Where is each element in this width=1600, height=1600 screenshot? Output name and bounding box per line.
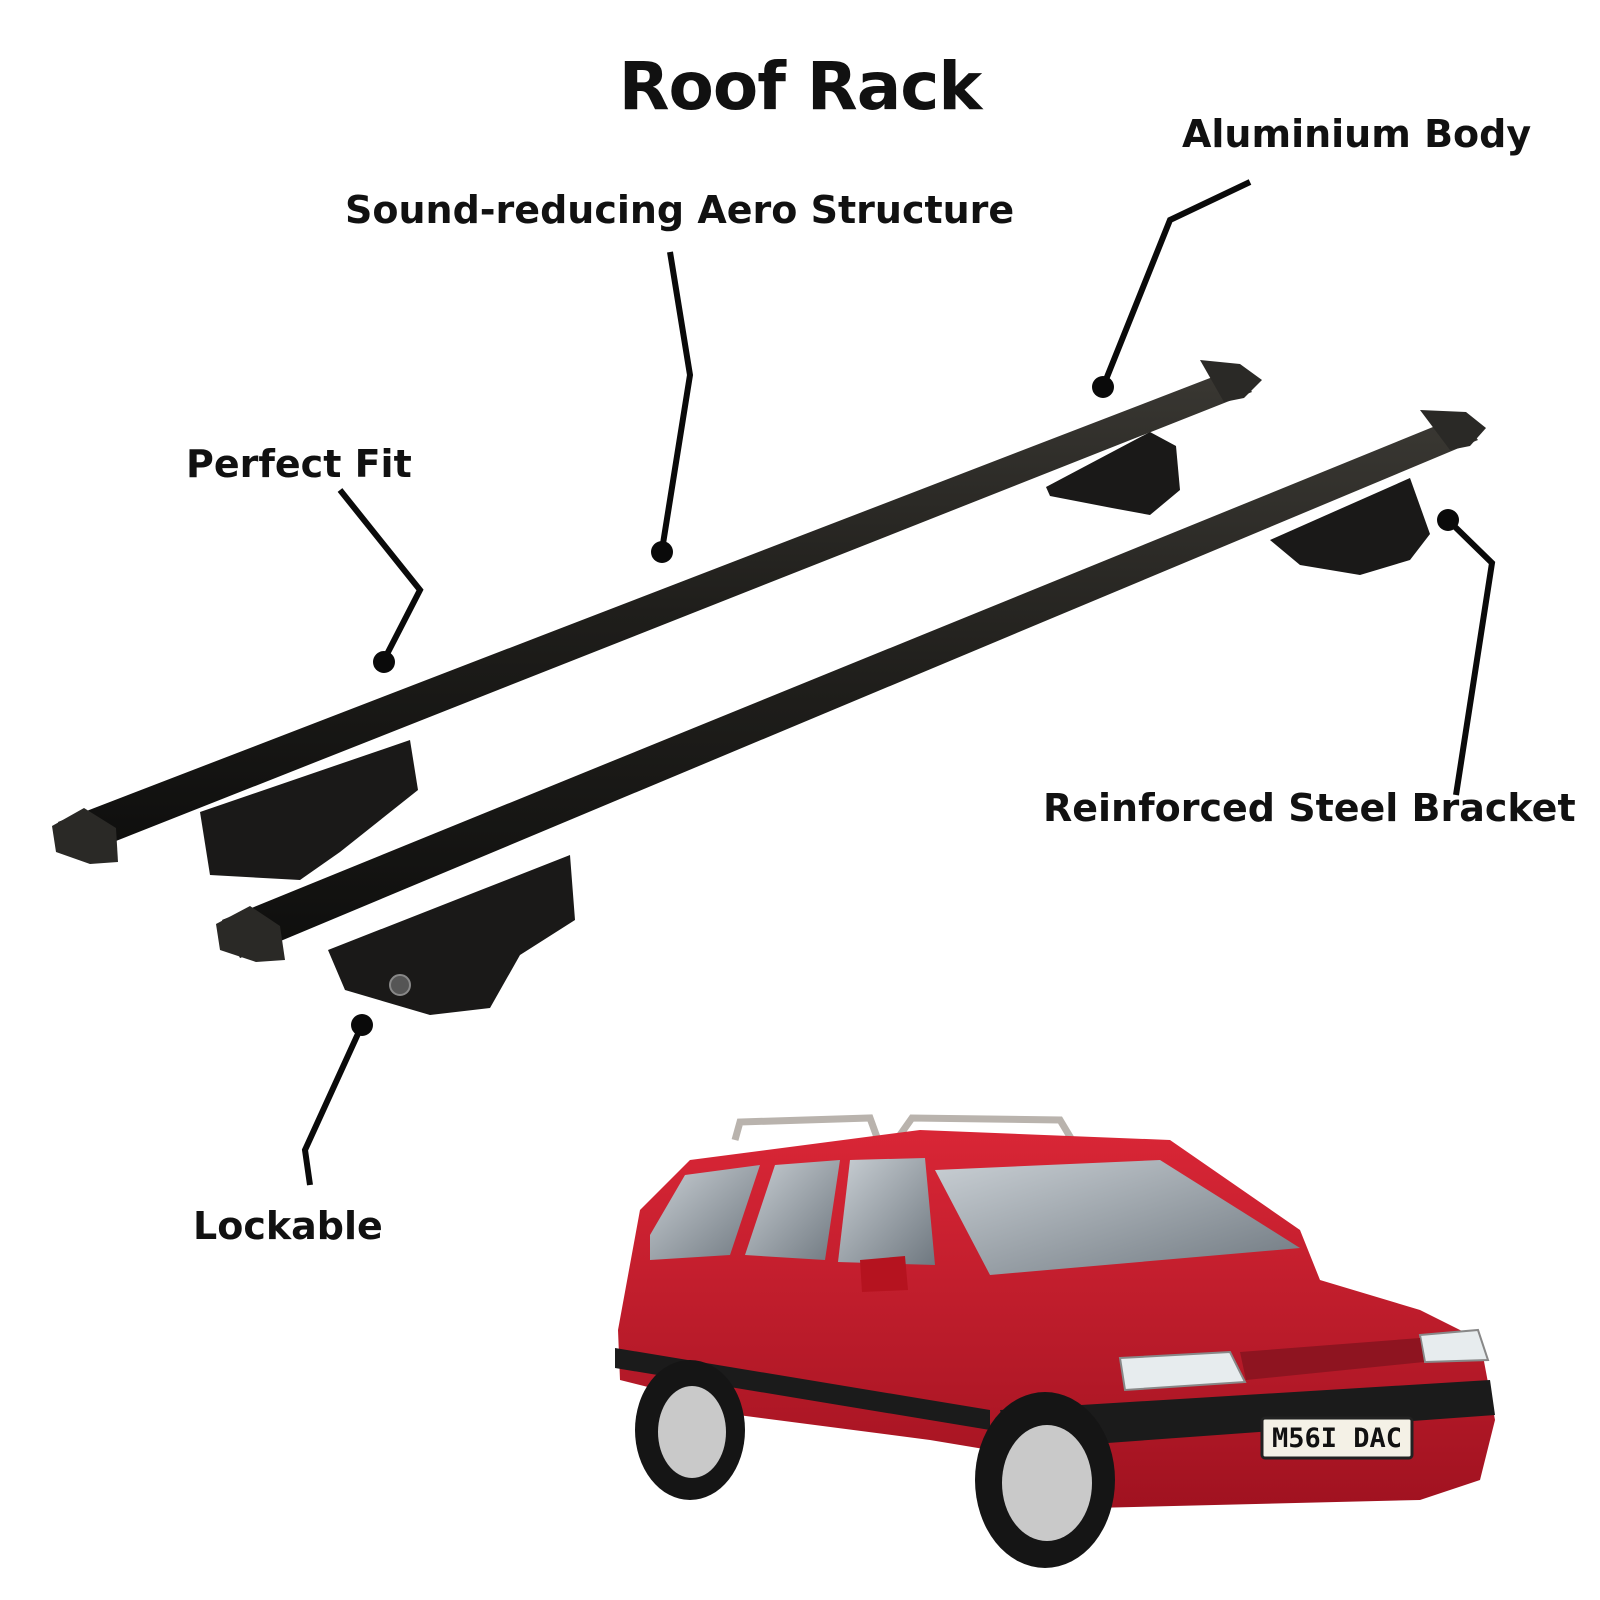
callout-line-aero-structure [659,251,694,551]
car-roof-rails [731,1114,1079,1147]
rear-bar-bracket-right [1046,432,1180,515]
roof-bar-front [216,410,1486,1015]
car-headlight-left [1118,1350,1247,1392]
front-bar-body [222,416,1478,958]
label-lockable: Lockable [193,1204,383,1248]
callout-dot-lockable [351,1014,373,1036]
roof-bar-rear [52,360,1262,880]
front-bar-bracket-left [328,855,575,1015]
rear-bar-end-cap-left [52,808,118,864]
callout-dot-aero-structure [651,541,673,563]
label-aero-structure: Sound-reducing Aero Structure [345,188,1015,232]
front-bar-end-cap-left [216,906,285,962]
car-grille [1240,1338,1424,1380]
car-rear-wheel [635,1360,745,1500]
car-headlight-right [1418,1328,1490,1364]
callout-dot-perfect-fit [373,651,395,673]
car-windshield [935,1160,1300,1275]
rear-bar-body [58,368,1252,856]
car-front-bumper [1000,1380,1495,1450]
car-rear-window [650,1165,760,1260]
callout-line-steel-bracket [1445,517,1496,796]
rear-bar-end-cap-right [1200,360,1262,402]
callout-dot-steel-bracket [1437,509,1459,531]
callout-line-perfect-fit [337,488,424,662]
callout-dot-aluminium-body [1092,376,1114,398]
label-perfect-fit: Perfect Fit [186,442,412,486]
callout-dots [351,376,1459,1036]
callout-line-lockable [301,1023,365,1186]
page-title: Roof Rack [618,48,983,125]
callout-lines [301,179,1496,1186]
car-illustration: M56I DAC [615,1114,1495,1568]
front-bar-end-cap-right [1420,410,1486,450]
car-side-mirror [860,1256,908,1292]
car-front-door-window [838,1158,935,1265]
car-license-plate [1260,1416,1414,1460]
car-front-wheel [975,1392,1115,1568]
label-aluminium-body: Aluminium Body [1182,112,1532,156]
rear-bar-bracket-left [200,740,418,880]
front-bar-bracket-right [1270,478,1430,575]
car-rear-door-window [745,1160,840,1260]
callout-line-aluminium-body [1100,179,1252,389]
lock-icon [389,974,411,996]
label-steel-bracket: Reinforced Steel Bracket [1043,786,1576,830]
car-license-plate-text: M56I DAC [1272,1423,1402,1454]
